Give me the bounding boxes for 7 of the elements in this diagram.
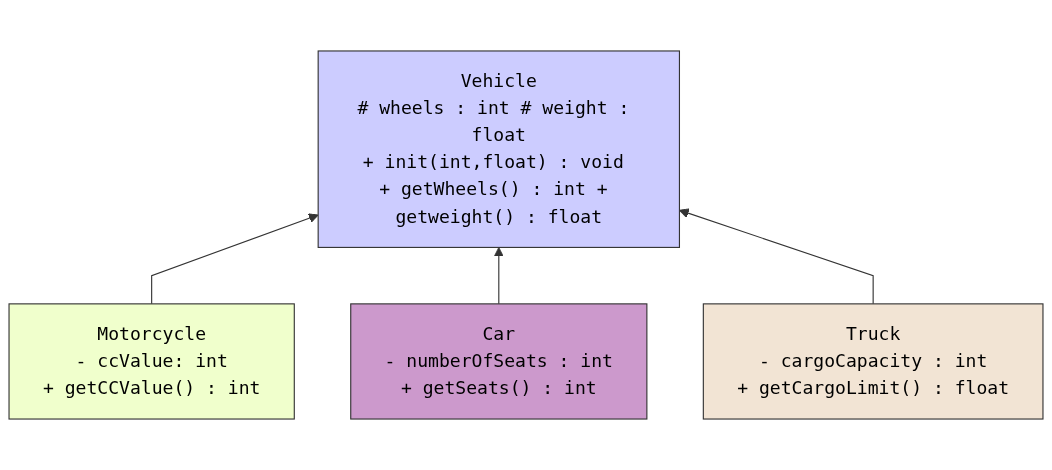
arrow xyxy=(151,213,319,305)
node-box: Motorcycle - ccValue: int + getCCValue() : int xyxy=(8,303,295,420)
node-box: Car - numberOfSeats : int + getSeats() : int xyxy=(350,303,648,420)
node-box: Vehicle # wheels : int # weight : float + init(int,float) : void + getWheels() : int + getweight() : float xyxy=(317,50,680,248)
arrow xyxy=(493,246,504,305)
arrow xyxy=(679,208,874,305)
node-box: Truck - cargoCapacity : int + getCargoLimit() : float xyxy=(702,303,1044,420)
